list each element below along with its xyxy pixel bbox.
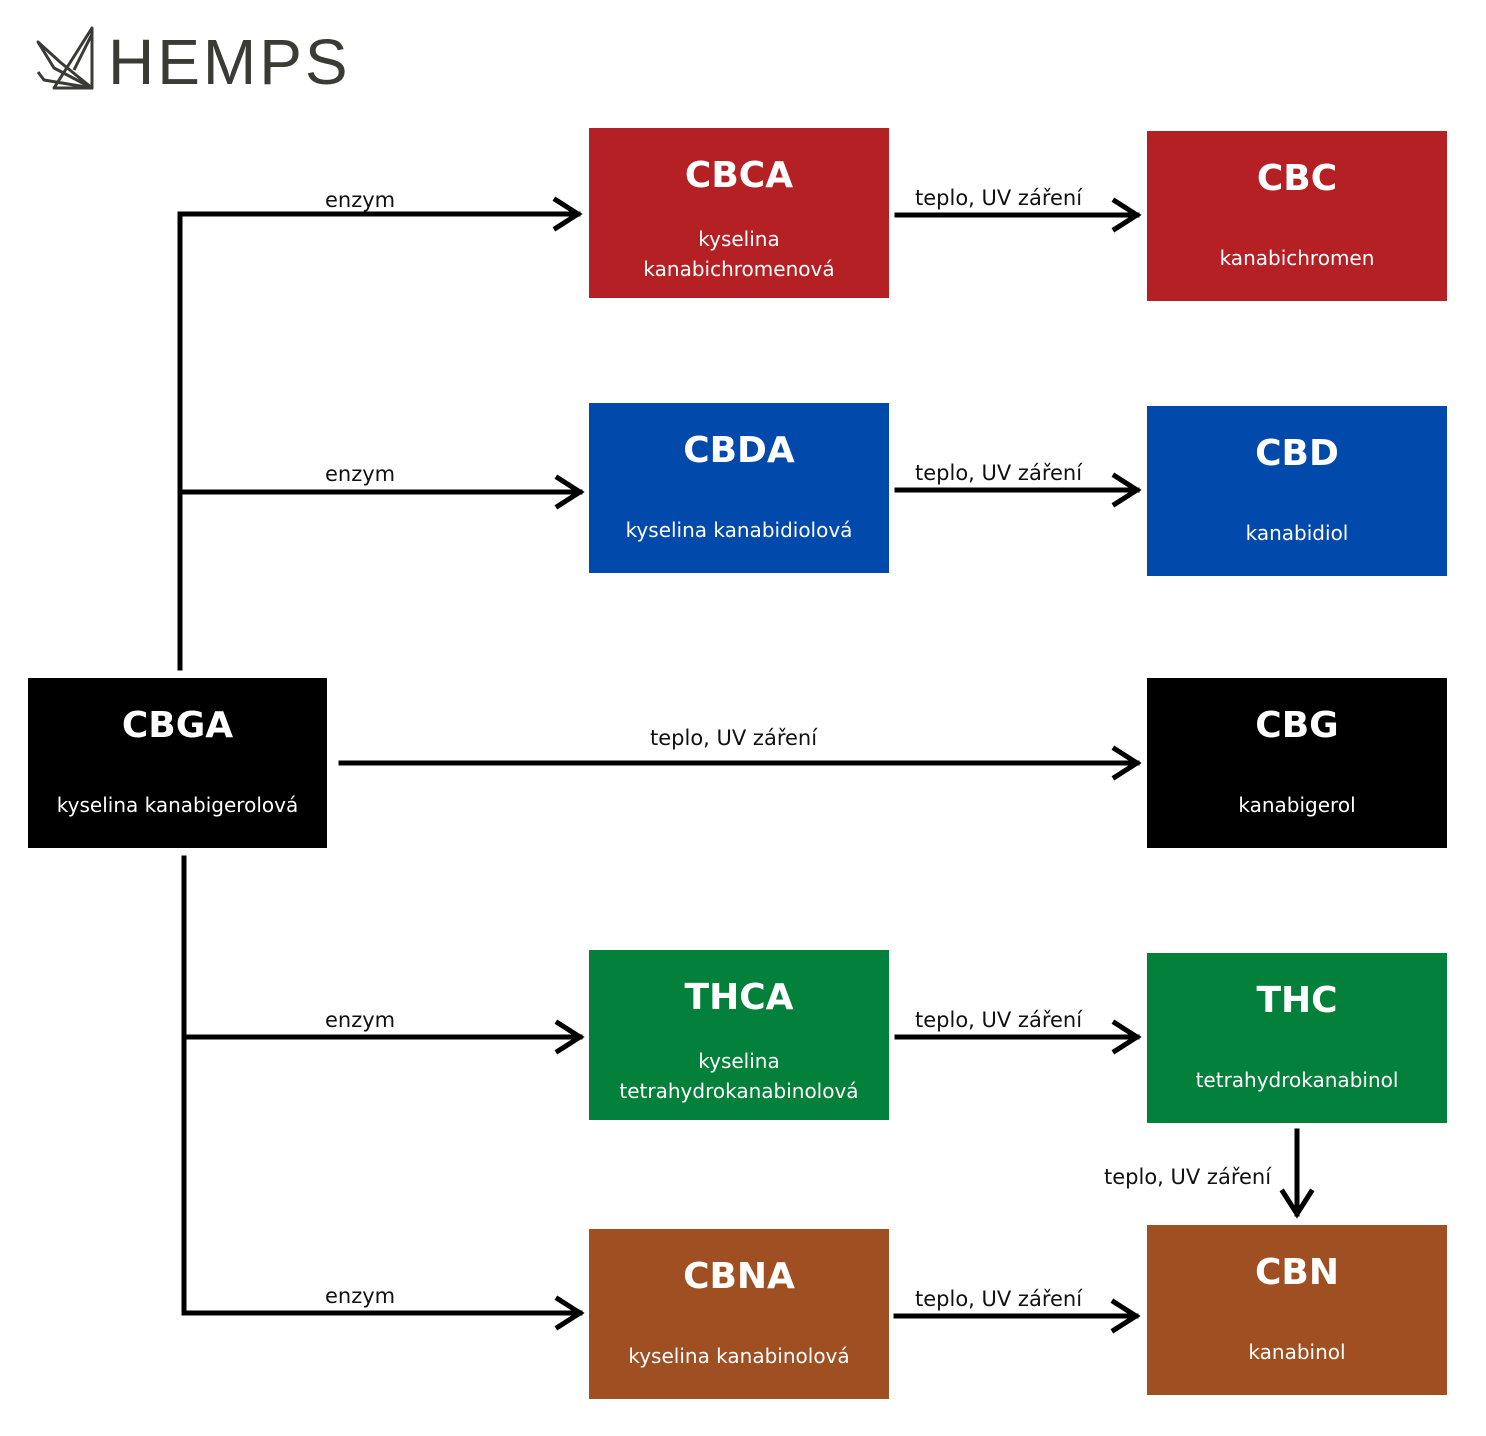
node-name: kyselina kanabichromenová (595, 224, 883, 284)
node-cbga: CBGA kyselina kanabigerolová (28, 678, 327, 848)
node-cbn: CBN kanabinol (1147, 1225, 1447, 1395)
node-name: kanabichromen (1219, 246, 1375, 270)
node-name-line: kyselina (698, 1049, 780, 1073)
node-name: kyselina kanabinolová (628, 1344, 850, 1368)
arrow-thc-cbn-head (1279, 1188, 1315, 1219)
trunk-upper (177, 211, 185, 671)
edge-label-enzym: enzym (325, 462, 396, 486)
node-abbr: CBCA (684, 155, 794, 196)
edge-label-heat-uv: teplo, UV záření (1104, 1165, 1272, 1189)
arrow-cbga-thca-head (554, 1019, 585, 1055)
node-abbr: CBC (1256, 158, 1338, 199)
node-name: kyselina kanabigerolová (56, 793, 299, 817)
arrow-cbga-cbg-head (1111, 745, 1142, 781)
edge-label-heat-uv: teplo, UV záření (915, 1287, 1083, 1311)
edge-label-enzym: enzym (325, 188, 396, 212)
edge-label-heat-uv: teplo, UV záření (915, 1008, 1083, 1032)
brand-name: HEMPS (108, 26, 351, 98)
arrow-cbna-cbn-head (1110, 1298, 1141, 1334)
arrow-cbca-cbc-head (1111, 197, 1142, 233)
node-name: kyselina kanabidiolová (625, 518, 853, 542)
edge-label-heat-uv: teplo, UV záření (650, 726, 818, 750)
node-cbd: CBD kanabidiol (1147, 406, 1447, 576)
node-abbr: THC (1256, 980, 1338, 1021)
node-thc: THC tetrahydrokanabinol (1147, 953, 1447, 1123)
node-abbr: CBD (1255, 433, 1339, 474)
arrow-cbga-cbda-head (554, 474, 585, 510)
node-name: kanabidiol (1245, 521, 1349, 545)
edge-label-heat-uv: teplo, UV záření (915, 186, 1083, 210)
node-name-line: kanabichromenová (643, 257, 835, 281)
node-cbca: CBCA kyselina kanabichromenová (589, 128, 889, 298)
node-name: kanabigerol (1238, 793, 1356, 817)
node-abbr: THCA (684, 977, 794, 1018)
node-cbg: CBG kanabigerol (1147, 678, 1447, 848)
node-abbr: CBDA (683, 430, 795, 471)
edge-label-enzym: enzym (325, 1008, 396, 1032)
edge-label-enzym: enzym (325, 1284, 396, 1308)
node-name: kanabinol (1248, 1340, 1346, 1364)
node-name: kyselina tetrahydrokanabinolová (595, 1046, 883, 1106)
node-thca: THCA kyselina tetrahydrokanabinolová (589, 950, 889, 1120)
node-abbr: CBNA (683, 1256, 795, 1297)
node-abbr: CBGA (121, 705, 234, 746)
node-cbc: CBC kanabichromen (1147, 131, 1447, 301)
node-abbr: CBG (1255, 705, 1339, 746)
node-name-line: kyselina (698, 227, 780, 251)
arrow-cbda-cbd-head (1111, 472, 1142, 508)
node-abbr: CBN (1255, 1252, 1339, 1293)
hemp-leaf-icon (36, 26, 94, 90)
node-cbna: CBNA kyselina kanabinolová (589, 1229, 889, 1399)
edge-label-heat-uv: teplo, UV záření (915, 461, 1083, 485)
node-cbda: CBDA kyselina kanabidiolová (589, 403, 889, 573)
brand-logo (34, 24, 98, 96)
arrow-cbga-cbna-head (554, 1295, 585, 1331)
arrow-thca-thc-head (1111, 1019, 1142, 1055)
arrow-cbga-cbca-head (552, 196, 583, 232)
node-name: tetrahydrokanabinol (1195, 1068, 1399, 1092)
node-name-line: tetrahydrokanabinolová (619, 1079, 859, 1103)
